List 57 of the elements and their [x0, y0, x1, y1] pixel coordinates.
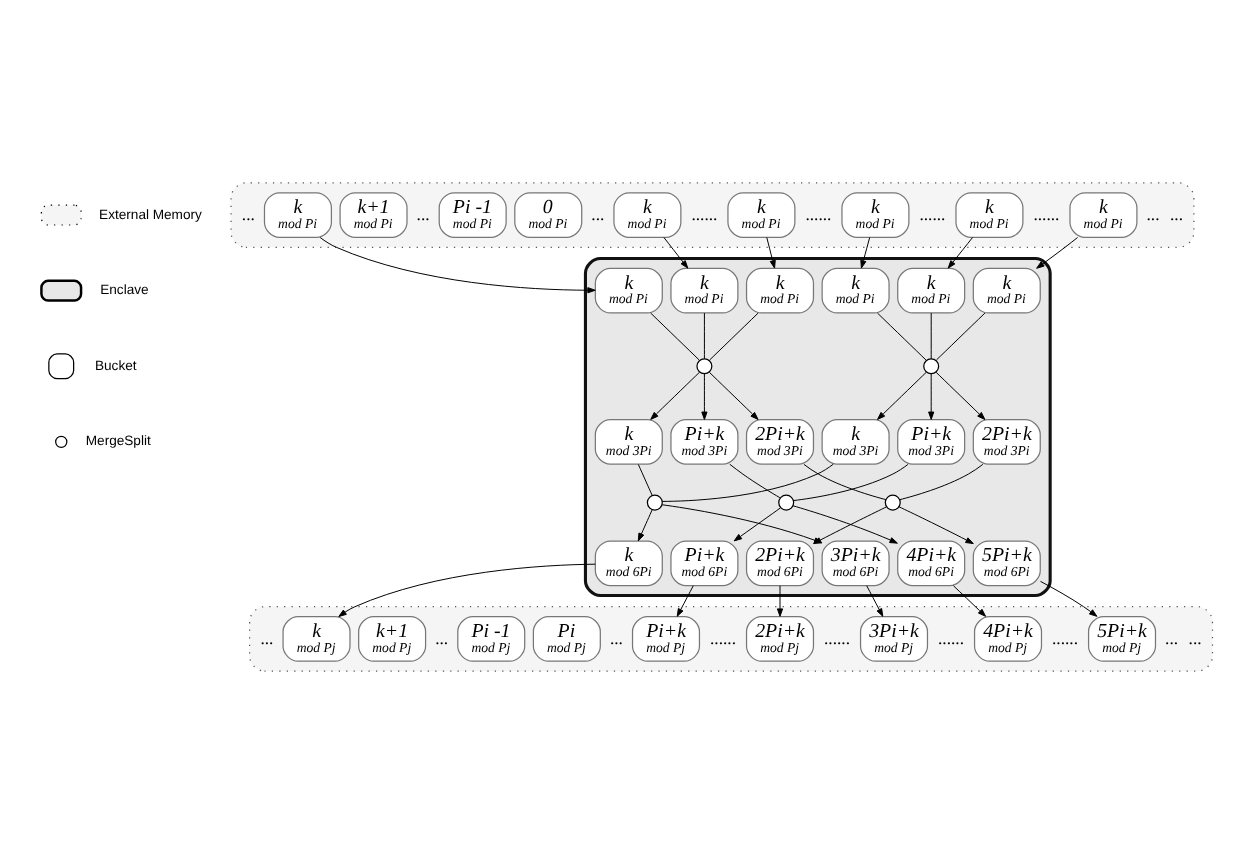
arrow	[1039, 580, 1098, 617]
connector	[793, 463, 909, 502]
arrow	[637, 509, 653, 542]
node-label: ...	[241, 203, 255, 224]
node-label: ......	[1033, 203, 1060, 224]
arrow	[708, 371, 759, 420]
arrow	[947, 237, 974, 269]
arrow	[733, 507, 781, 542]
node-label: ......	[710, 627, 736, 648]
arrow	[898, 506, 974, 545]
arrow	[860, 237, 871, 269]
node-circle	[778, 494, 795, 511]
node-label: ...	[1188, 627, 1202, 648]
connector	[709, 312, 759, 361]
arrow	[663, 237, 689, 269]
arrow	[676, 585, 694, 617]
connector	[935, 312, 986, 361]
connector	[729, 463, 781, 499]
cluster	[230, 182, 1195, 248]
arrow	[776, 585, 784, 617]
connector	[703, 312, 705, 360]
node-circle	[884, 494, 901, 511]
node-label: ...	[435, 627, 449, 648]
connector	[650, 312, 700, 361]
arrow	[1036, 237, 1079, 269]
connector	[661, 463, 834, 502]
node-circle	[696, 358, 713, 375]
connector	[876, 312, 927, 361]
node-label: ...	[1165, 627, 1179, 648]
node-circle	[646, 494, 663, 511]
connector	[803, 463, 887, 501]
node-label: ......	[1052, 627, 1079, 648]
arrow	[650, 371, 700, 420]
arrow	[952, 585, 987, 617]
arrow	[928, 373, 935, 420]
connector	[930, 312, 932, 360]
node-label: ...	[591, 203, 605, 224]
arrow	[877, 371, 927, 420]
arrow	[319, 237, 596, 294]
node-label: ...	[260, 627, 274, 648]
node-label: ...	[416, 203, 430, 224]
node-label: ...	[609, 627, 623, 648]
node-label: ......	[805, 203, 832, 224]
arrow	[766, 237, 776, 269]
node-label: ...	[1146, 203, 1160, 224]
connector	[899, 463, 984, 501]
node-label: ......	[824, 627, 850, 648]
node-label: ......	[919, 203, 946, 224]
connector	[637, 463, 653, 496]
node-circle	[923, 358, 940, 375]
arrow	[338, 563, 596, 618]
arrow	[866, 585, 884, 617]
arrow	[935, 371, 986, 420]
node-label: ...	[1170, 203, 1184, 224]
arrow	[701, 373, 708, 420]
node-label: ......	[691, 203, 718, 224]
node-label: ......	[938, 627, 964, 648]
